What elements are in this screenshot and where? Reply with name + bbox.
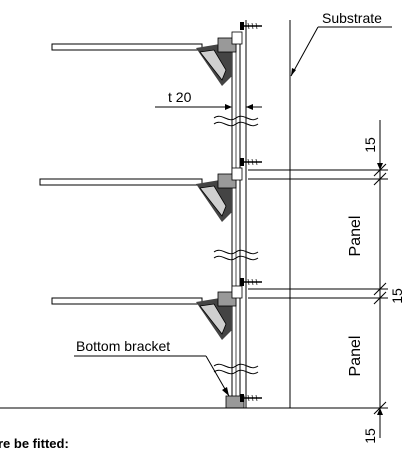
shelf-bracket-1 — [51, 31, 243, 86]
thickness-dimension — [155, 104, 262, 110]
dim-gap-top: 15 — [362, 137, 378, 153]
substrate-label: Substrate — [322, 10, 382, 26]
substrate-leader — [290, 26, 392, 77]
screw-2 — [240, 158, 262, 166]
thickness-label: t 20 — [168, 89, 192, 105]
shelf-bracket-3 — [51, 285, 243, 340]
panel-board — [231, 20, 247, 408]
dim-gap-mid: 15 — [389, 288, 405, 304]
screw-3 — [240, 278, 262, 286]
bottom-bracket-leader — [74, 355, 230, 397]
bottom-bracket-label: Bottom bracket — [76, 338, 170, 354]
dim-panel-upper: Panel — [347, 216, 364, 257]
dimension-chain — [248, 120, 388, 438]
dim-panel-lower: Panel — [347, 336, 364, 377]
screw-4 — [240, 394, 262, 402]
break-marks — [213, 115, 259, 375]
shelf-bracket-2 — [39, 167, 243, 222]
screw-1 — [240, 22, 262, 30]
dim-gap-bottom: 15 — [362, 428, 378, 444]
footnote: re be fitted: — [0, 436, 69, 450]
